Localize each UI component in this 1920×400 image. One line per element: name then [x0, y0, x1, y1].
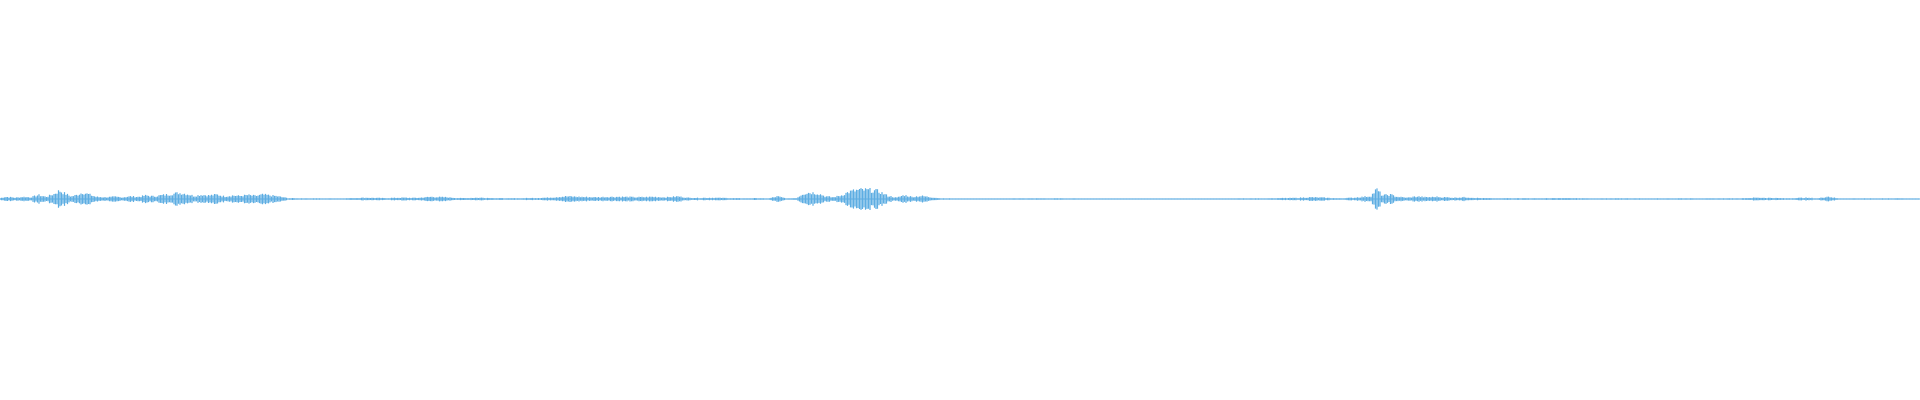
- waveform-path: [0, 188, 1920, 210]
- waveform-samples: [0, 188, 1920, 210]
